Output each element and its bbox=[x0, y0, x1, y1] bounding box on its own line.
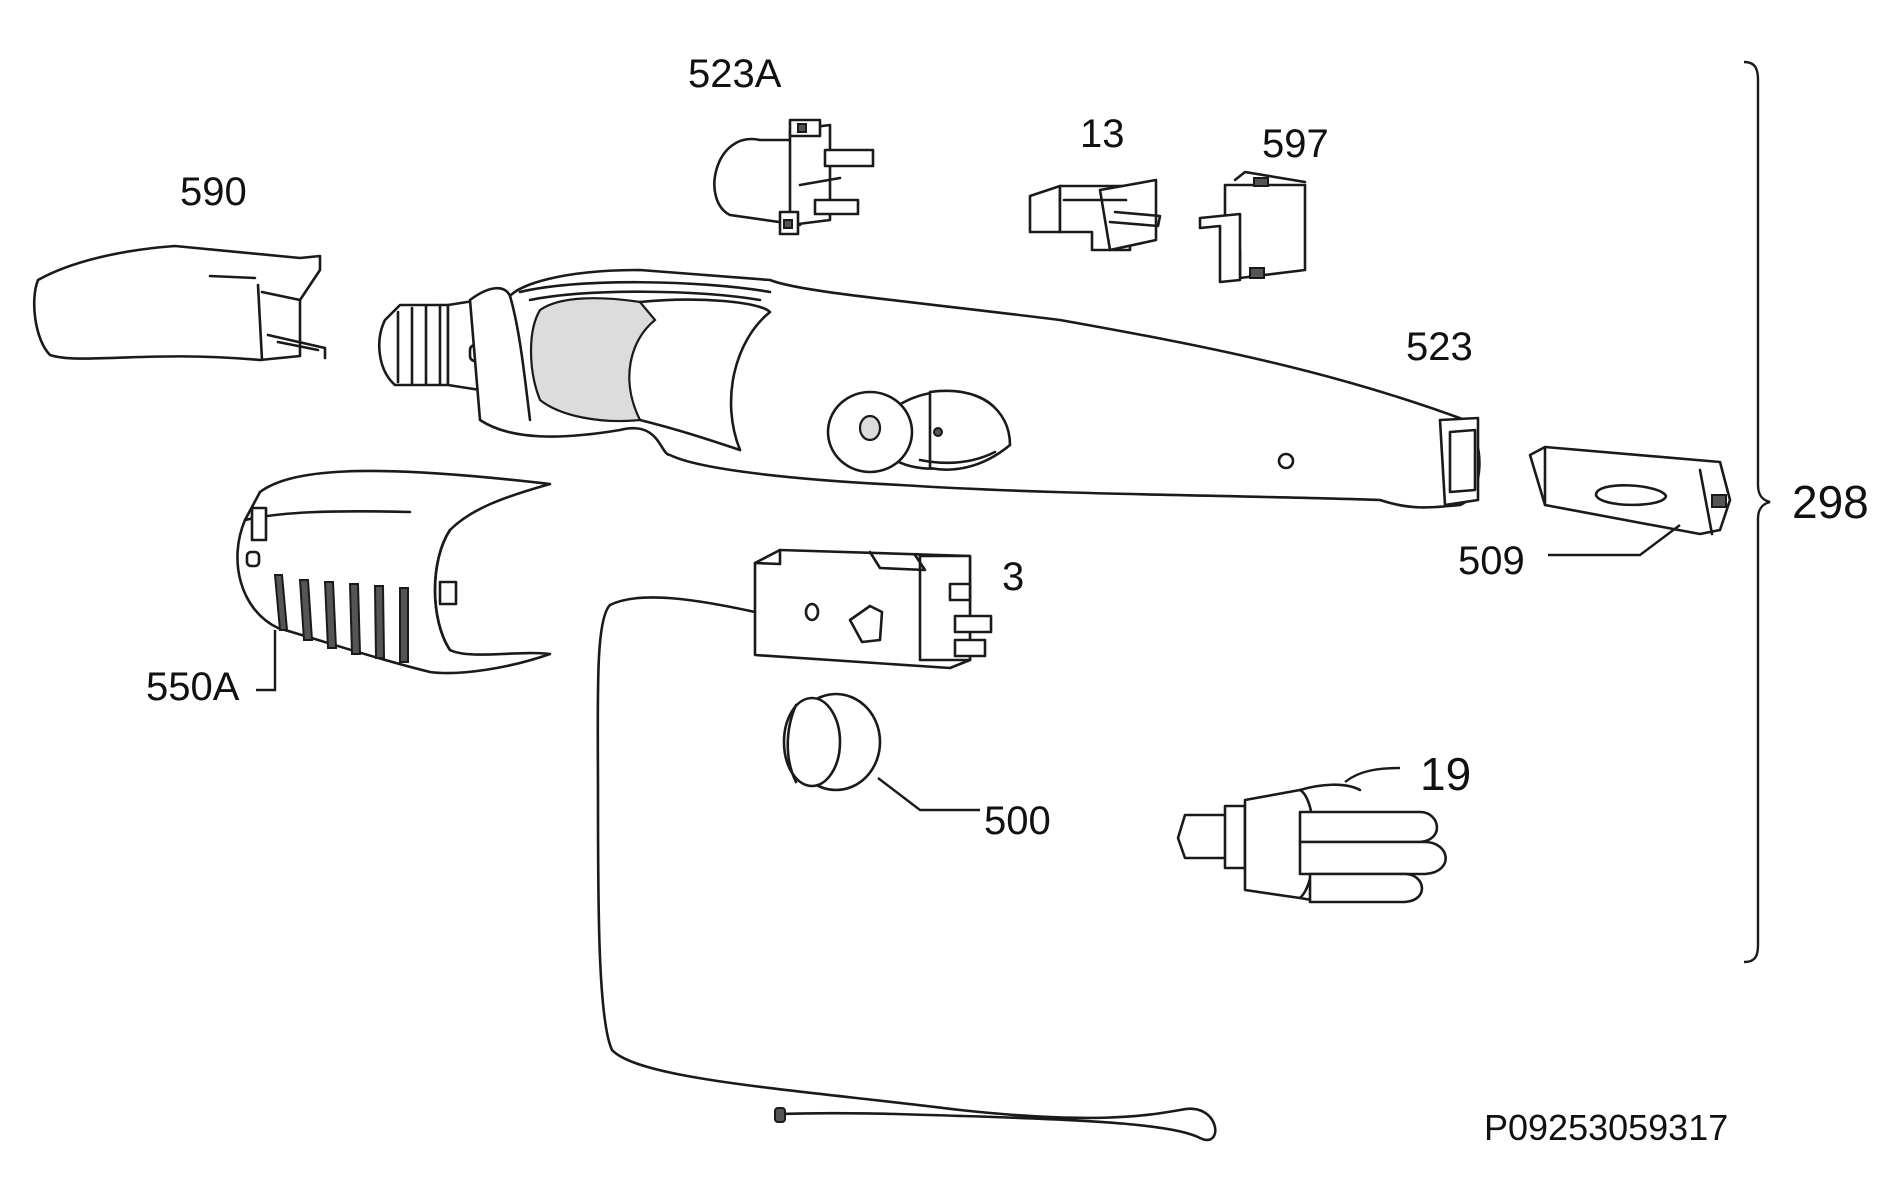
part-19-lamp-tube[interactable] bbox=[1176, 766, 1447, 904]
part-597-bracket[interactable] bbox=[1198, 170, 1307, 284]
drawing-code: P09253059317 bbox=[1484, 1107, 1728, 1148]
assembly-298-brace bbox=[1743, 60, 1771, 964]
label-13: 13 bbox=[1080, 112, 1125, 156]
label-590: 590 bbox=[180, 170, 247, 214]
part-550A-grille-cover[interactable] bbox=[236, 469, 552, 692]
label-3: 3 bbox=[1002, 555, 1024, 599]
label-298: 298 bbox=[1792, 476, 1869, 528]
part-3-thermostat[interactable] bbox=[596, 548, 1217, 1142]
label-523: 523 bbox=[1406, 325, 1473, 369]
label-19: 19 bbox=[1420, 748, 1471, 800]
label-597: 597 bbox=[1262, 122, 1329, 166]
part-590-end-cap[interactable] bbox=[32, 244, 327, 362]
part-523A-lamp-holder[interactable] bbox=[713, 118, 875, 236]
part-500-ring[interactable] bbox=[782, 692, 980, 812]
label-500: 500 bbox=[984, 799, 1051, 843]
label-509: 509 bbox=[1458, 539, 1525, 583]
part-509-end-sleeve[interactable] bbox=[1528, 445, 1732, 557]
part-523-lamp-housing[interactable] bbox=[378, 268, 1481, 509]
label-550A: 550A bbox=[146, 665, 240, 709]
label-523A: 523A bbox=[688, 52, 782, 96]
part-13-switch[interactable] bbox=[1028, 178, 1162, 252]
